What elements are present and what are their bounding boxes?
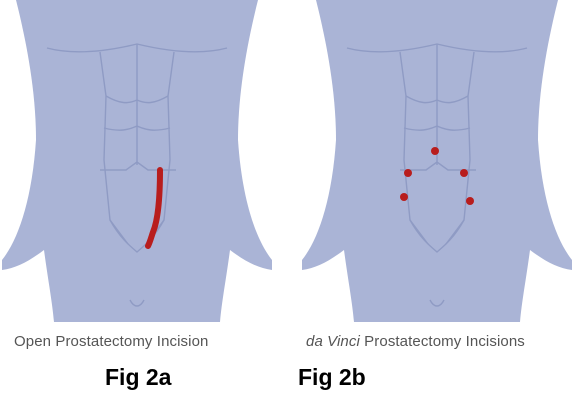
port-incision-right-upper — [460, 169, 468, 177]
torso-panel-open — [2, 0, 272, 322]
caption-open-prostatectomy: Open Prostatectomy Incision — [14, 333, 208, 350]
torso-illustration-davinci — [302, 0, 572, 322]
caption-davinci-brand: da Vinci — [306, 333, 360, 350]
caption-davinci-prostatectomy: da Vinci Prostatectomy Incisions — [306, 333, 525, 350]
caption-davinci-rest: Prostatectomy Incisions — [360, 333, 525, 350]
figure-label-2b: Fig 2b — [298, 364, 366, 391]
port-incision-umbilical — [431, 147, 439, 155]
torso-panel-davinci — [302, 0, 572, 322]
port-incision-left-upper — [404, 169, 412, 177]
port-incision-right-lower — [466, 197, 474, 205]
torso-illustration-open — [2, 0, 272, 322]
port-incision-left-lower — [400, 193, 408, 201]
figure-label-2a: Fig 2a — [105, 364, 171, 391]
